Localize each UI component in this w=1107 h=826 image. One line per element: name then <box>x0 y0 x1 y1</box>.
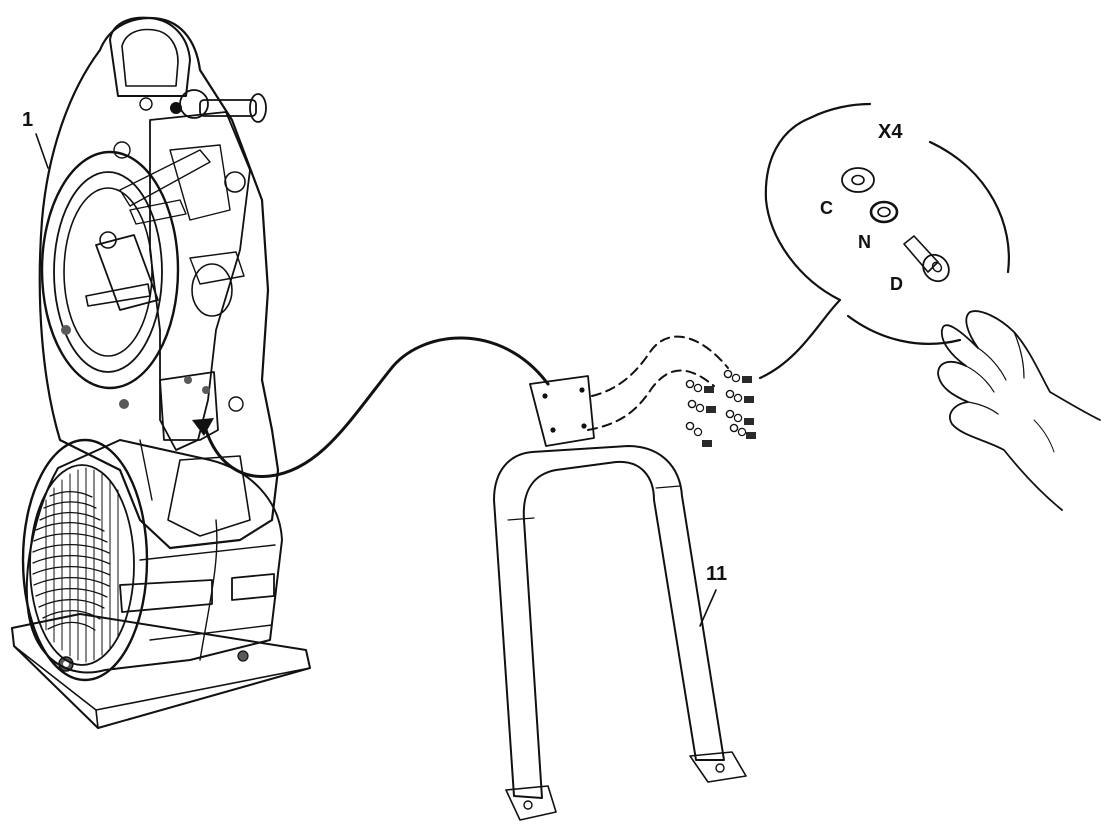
bolt-stack-7 <box>685 421 712 447</box>
attach-arrow <box>192 336 550 478</box>
bolt-label: D <box>890 274 903 294</box>
frame-number: 11 <box>706 563 727 585</box>
quantity-label: X4 <box>878 121 903 143</box>
frame-leader-line <box>699 589 717 627</box>
washer-c <box>841 167 875 193</box>
lock-washer-label: N <box>858 232 871 252</box>
hardware-callout: X4 C N D <box>758 102 1010 380</box>
bolt-d <box>903 235 950 283</box>
base-plate <box>11 613 311 729</box>
fan-housing <box>21 438 283 682</box>
hand-illustration <box>937 310 1101 511</box>
label-frame: 11 <box>699 563 727 627</box>
bolt-stack-3 <box>685 379 714 393</box>
washer-label: C <box>820 198 833 218</box>
main-unit-number: 1 <box>22 109 33 131</box>
bolt-stack-6 <box>729 423 756 439</box>
lock-washer-n <box>869 200 899 224</box>
upper-body <box>38 16 280 550</box>
main-unit-leader-line <box>35 133 49 169</box>
bolt-stack-2 <box>725 389 754 403</box>
label-main-unit: 1 <box>22 109 49 169</box>
main-unit: 1 <box>11 16 311 729</box>
bolt-stack-4 <box>687 399 716 413</box>
support-frame: 11 <box>493 375 747 821</box>
bolt-stack-1 <box>723 369 752 383</box>
bolt-hardware <box>587 335 756 447</box>
bolt-stack-5 <box>725 409 754 425</box>
